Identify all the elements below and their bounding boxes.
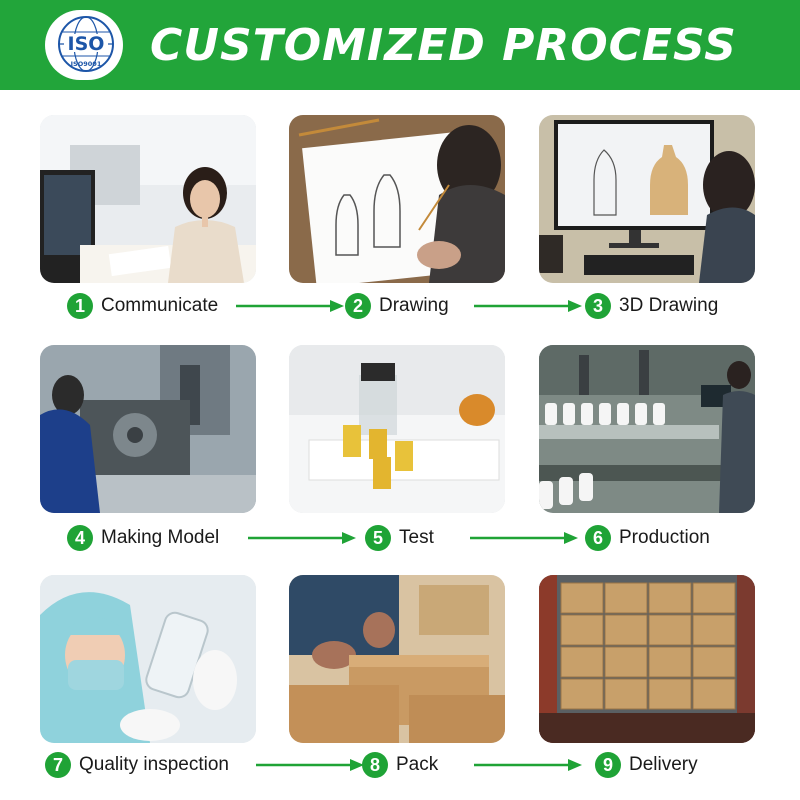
step-label: Test bbox=[399, 527, 434, 548]
arrow-right-icon bbox=[470, 532, 578, 544]
step-number-badge: 4 bbox=[67, 525, 93, 551]
step-label: Making Model bbox=[101, 527, 220, 548]
step-7: 7 Quality inspection bbox=[45, 750, 229, 780]
step-number-badge: 2 bbox=[345, 293, 371, 319]
step-label: 3D Drawing bbox=[619, 295, 719, 316]
step-number-badge: 9 bbox=[595, 752, 621, 778]
iso-badge-subtext: ISO9001 bbox=[71, 60, 102, 68]
step-label: Delivery bbox=[629, 754, 698, 775]
photo-production bbox=[539, 345, 755, 513]
iso-badge-text: ISO bbox=[68, 33, 105, 55]
step-number-badge: 3 bbox=[585, 293, 611, 319]
step-3: 3 3D Drawing bbox=[585, 291, 718, 321]
step-number-badge: 8 bbox=[362, 752, 388, 778]
arrow-right-icon bbox=[474, 759, 582, 771]
photo-quality-inspection bbox=[40, 575, 256, 743]
step-8: 8 Pack bbox=[362, 750, 438, 780]
photo-3d-drawing bbox=[539, 115, 755, 283]
arrow-right-icon bbox=[236, 300, 344, 312]
step-label: Quality inspection bbox=[79, 754, 229, 775]
step-label: Pack bbox=[396, 754, 439, 775]
photo-making-model bbox=[40, 345, 256, 513]
photo-pack bbox=[289, 575, 505, 743]
header-banner: ISO ISO9001 CUSTOMIZED PROCESS bbox=[0, 0, 800, 90]
step-label: Communicate bbox=[101, 295, 219, 316]
step-number-badge: 1 bbox=[67, 293, 93, 319]
step-number-badge: 6 bbox=[585, 525, 611, 551]
photo-drawing bbox=[289, 115, 505, 283]
step-label: Production bbox=[619, 527, 710, 548]
photo-delivery bbox=[539, 575, 755, 743]
photo-test bbox=[289, 345, 505, 513]
step-9: 9 Delivery bbox=[595, 750, 698, 780]
step-4: 4 Making Model bbox=[67, 523, 219, 553]
step-2: 2 Drawing bbox=[345, 291, 449, 321]
step-number-badge: 7 bbox=[45, 752, 71, 778]
page-title: CUSTOMIZED PROCESS bbox=[150, 20, 737, 71]
arrow-right-icon bbox=[474, 300, 582, 312]
step-1: 1 Communicate bbox=[67, 291, 218, 321]
step-number-badge: 5 bbox=[365, 525, 391, 551]
arrow-right-icon bbox=[248, 532, 356, 544]
photo-communicate bbox=[40, 115, 256, 283]
arrow-right-icon bbox=[256, 759, 364, 771]
step-5: 5 Test bbox=[365, 523, 434, 553]
step-6: 6 Production bbox=[585, 523, 710, 553]
iso-globe-icon: ISO ISO9001 bbox=[58, 16, 114, 72]
step-label: Drawing bbox=[379, 295, 449, 316]
